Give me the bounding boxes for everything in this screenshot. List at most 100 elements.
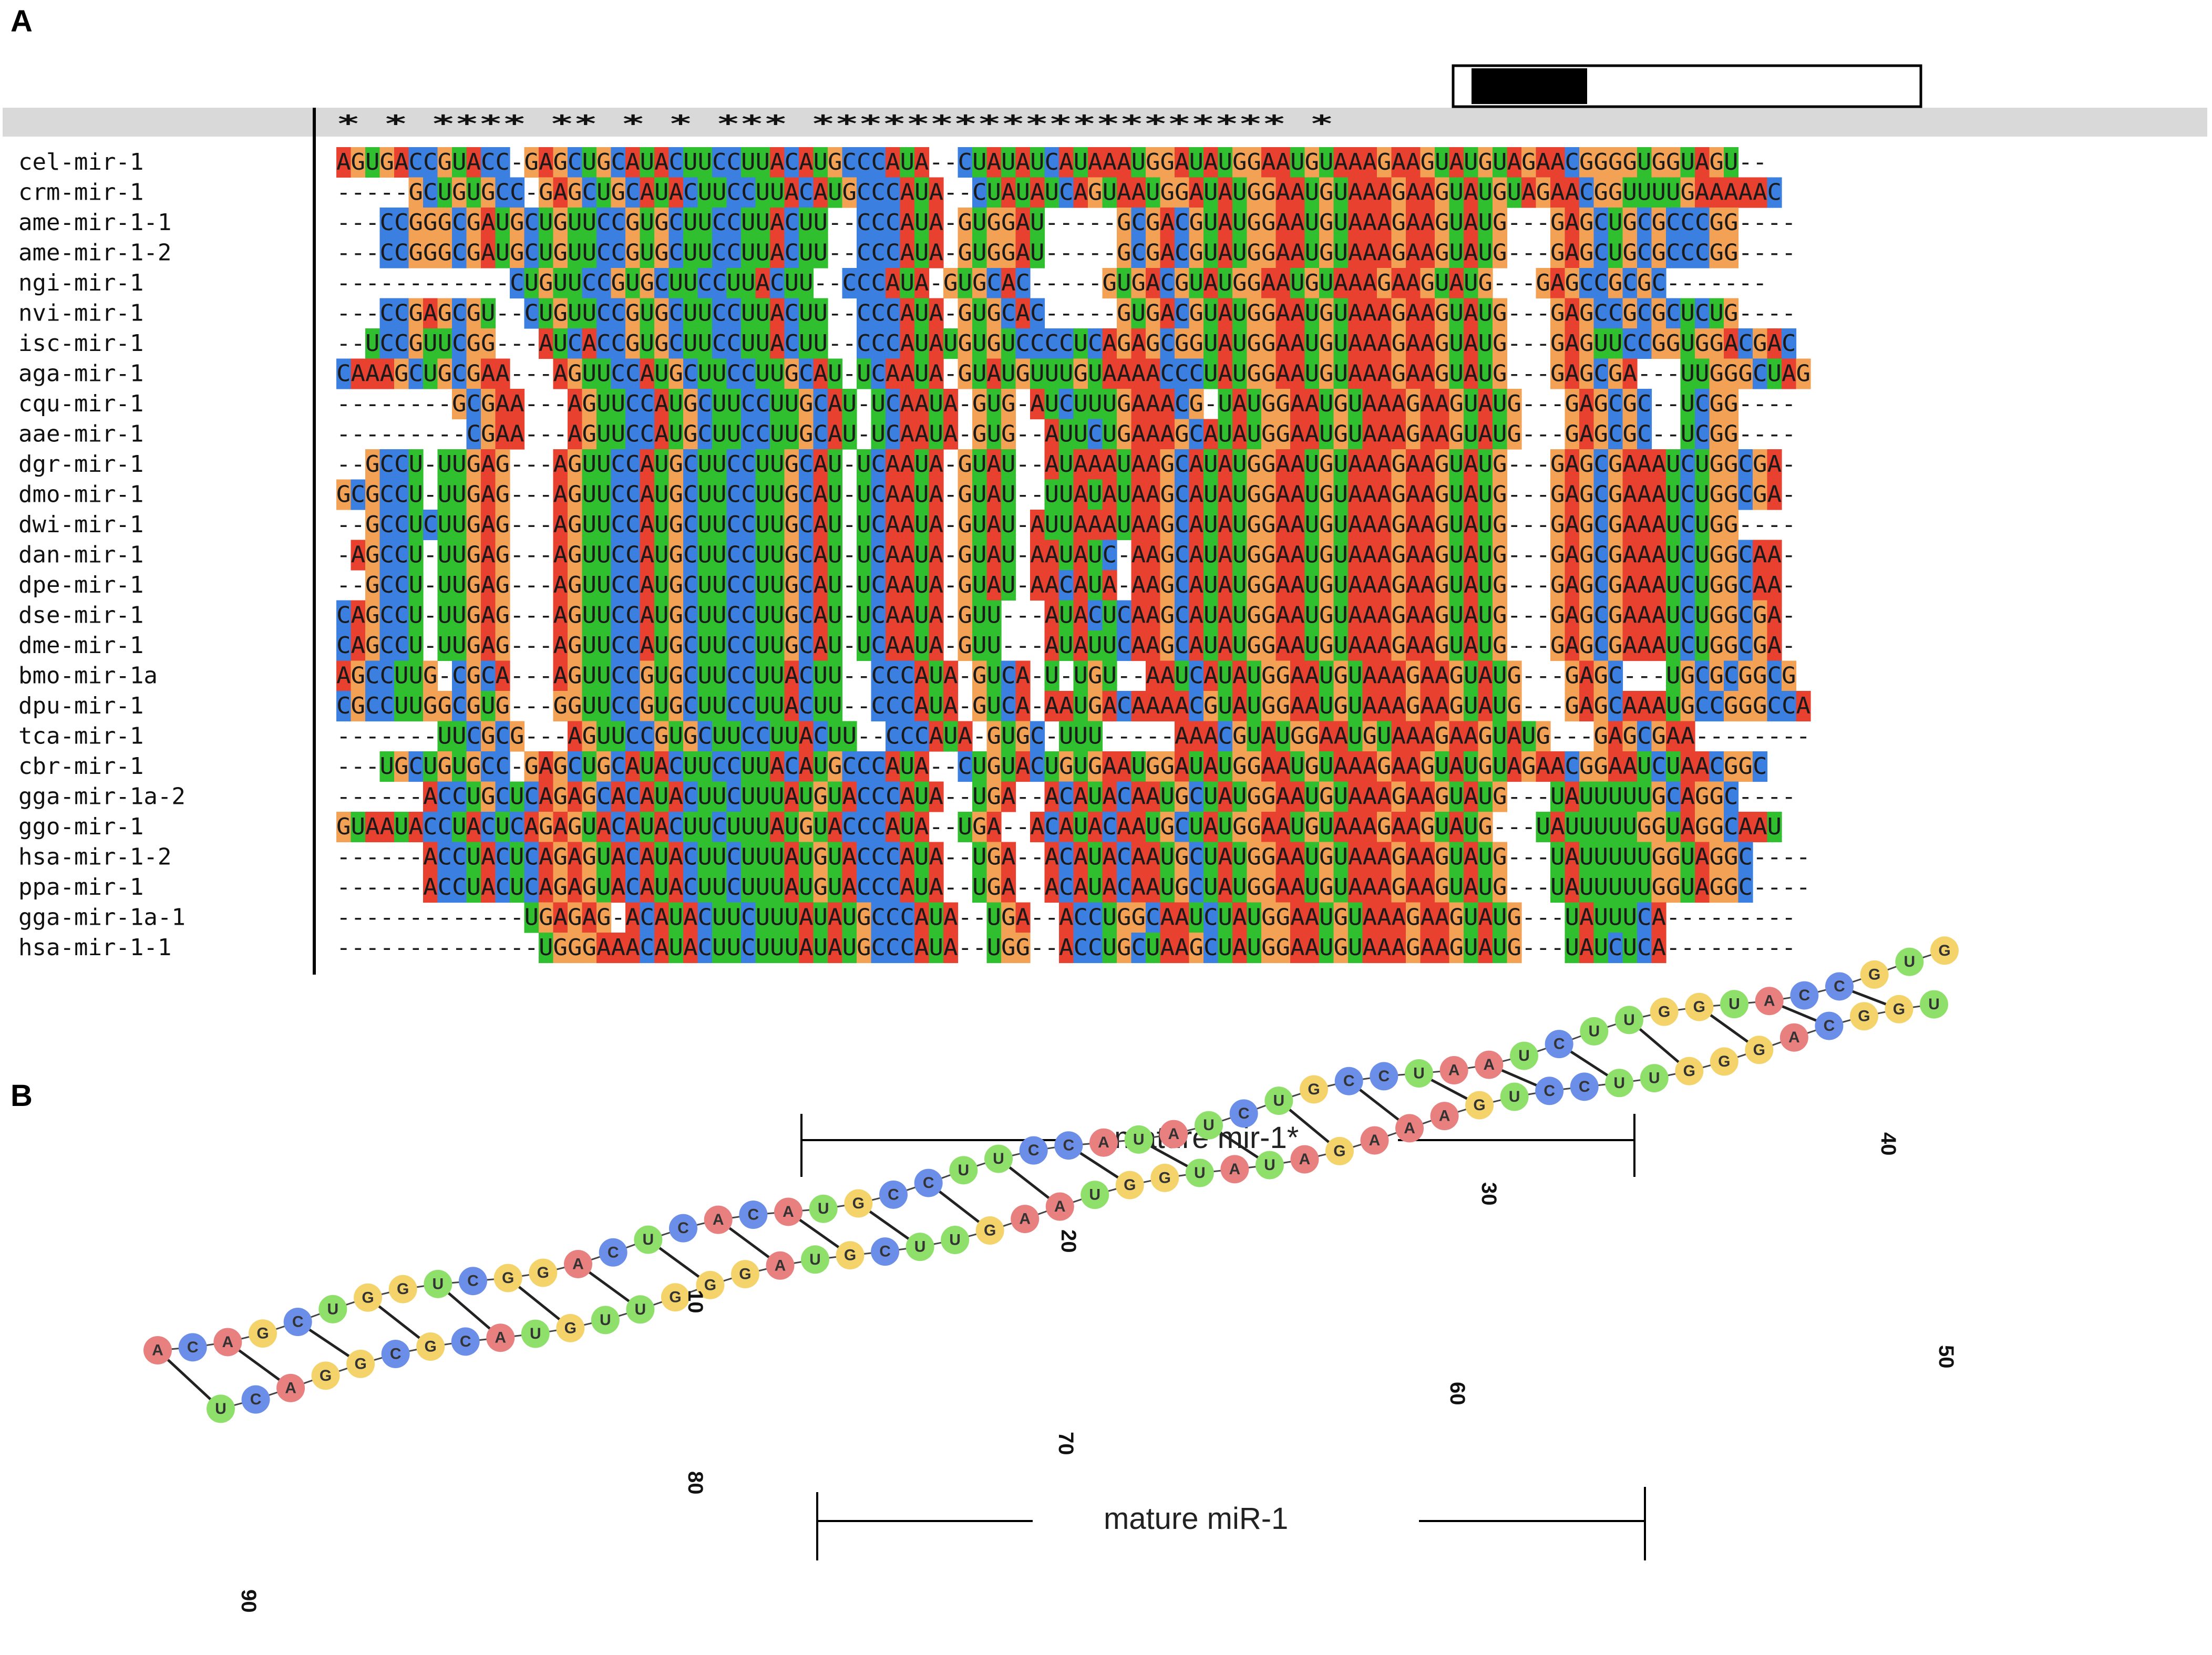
nt-cell <box>1695 449 1710 480</box>
hairpin-nucleotide: G <box>1465 1091 1494 1120</box>
nt-cell <box>1493 389 1508 420</box>
nt-cell <box>726 298 742 329</box>
nt-cell <box>1724 358 1739 389</box>
nt-cell <box>1608 389 1623 420</box>
nt-cell <box>1189 328 1204 359</box>
nt-cell <box>1160 208 1175 239</box>
nt-cell <box>568 208 583 239</box>
nt-cell <box>886 570 901 601</box>
nt-cell <box>452 177 467 208</box>
nt-cell <box>741 540 756 571</box>
nt-cell <box>1637 328 1652 359</box>
nt-cell <box>582 449 597 480</box>
hairpin-nucleotide: C <box>669 1214 697 1243</box>
nt-cell <box>1218 147 1233 178</box>
nt-cell <box>466 177 481 208</box>
nt-cell <box>1117 389 1132 420</box>
nt-cell <box>1637 570 1652 601</box>
nt-cell <box>668 208 684 239</box>
nt-cell <box>1146 389 1161 420</box>
svg-text:G: G <box>1683 1062 1695 1080</box>
nt-cell <box>1073 147 1088 178</box>
nt-cell <box>1131 510 1146 541</box>
nt-cell <box>770 419 785 450</box>
hairpin-nucleotide: C <box>739 1201 768 1229</box>
hairpin-nucleotide: C <box>1815 1011 1844 1040</box>
nt-cell <box>1131 147 1146 178</box>
nt-cell <box>1362 147 1377 178</box>
nt-cell <box>1073 177 1088 208</box>
nt-cell <box>697 479 713 510</box>
nt-cell <box>1275 419 1291 450</box>
nt-cell <box>1160 510 1175 541</box>
nt-cell <box>1247 540 1262 571</box>
nt-cell <box>394 479 409 510</box>
nt-cell <box>1304 419 1320 450</box>
nt-cell <box>726 389 742 420</box>
nt-cell <box>1464 510 1479 541</box>
nt-cell <box>423 177 438 208</box>
nt-cell <box>972 510 987 541</box>
nt-cell <box>1680 328 1695 359</box>
nt-cell <box>654 449 670 480</box>
nt-cell <box>1565 510 1580 541</box>
nt-cell <box>1102 449 1117 480</box>
nt-cell <box>1608 147 1623 178</box>
nt-cell <box>914 268 930 299</box>
nt-cell <box>1146 177 1161 208</box>
nt-cell <box>1608 268 1623 299</box>
nt-cell <box>741 147 756 178</box>
nt-cell <box>1420 237 1435 268</box>
nt-cell <box>1666 237 1681 268</box>
nt-cell <box>510 419 525 450</box>
nt-cell <box>640 147 655 178</box>
nt-cell <box>596 389 612 420</box>
hairpin-nucleotide: G <box>556 1313 585 1342</box>
nt-cell <box>1478 570 1493 601</box>
nt-cell <box>611 208 626 239</box>
nt-cell <box>568 479 583 510</box>
nt-cell <box>1232 389 1248 420</box>
nt-cell <box>683 328 698 359</box>
nt-cell <box>1493 208 1508 239</box>
nt-cell <box>929 298 944 329</box>
svg-text:U: U <box>635 1301 646 1318</box>
nt-cell <box>1391 208 1406 239</box>
svg-text:G: G <box>1308 1081 1320 1098</box>
nt-cell <box>611 479 626 510</box>
nt-cell <box>1232 358 1248 389</box>
alignment-row: --GCCU-UUGAG---AGUUCCAUGCUUCCUUGCAU-UCAA… <box>336 570 1796 601</box>
nt-cell <box>1146 358 1161 389</box>
svg-text:A: A <box>1299 1151 1311 1168</box>
nt-cell <box>1290 389 1305 420</box>
nt-cell <box>1131 570 1146 601</box>
nt-cell <box>568 510 583 541</box>
nt-cell <box>755 570 770 601</box>
nt-cell <box>1565 389 1580 420</box>
alignment-row: AGCCUUG-CGCA---AGUUCCGUGCUUCCUUACUU--CCC… <box>336 660 1797 691</box>
nt-cell <box>1203 268 1219 299</box>
nt-cell <box>1348 449 1363 480</box>
nt-cell <box>1146 449 1161 480</box>
nt-cell <box>1175 147 1190 178</box>
nt-cell <box>1406 237 1421 268</box>
nt-cell <box>1030 147 1045 178</box>
nt-cell <box>1622 479 1638 510</box>
svg-text:C: C <box>888 1186 899 1203</box>
svg-text:A: A <box>572 1255 584 1273</box>
nt-cell <box>1406 177 1421 208</box>
nt-cell <box>1420 419 1435 450</box>
nt-cell <box>466 449 481 480</box>
nt-cell <box>1493 449 1508 480</box>
nt-cell <box>1146 268 1161 299</box>
nt-cell <box>1724 419 1739 450</box>
nt-cell <box>1232 208 1248 239</box>
nt-cell <box>929 328 944 359</box>
nt-cell <box>1175 358 1190 389</box>
hairpin-nucleotide: G <box>1860 960 1889 989</box>
nt-cell <box>1724 147 1739 178</box>
nt-cell <box>1565 237 1580 268</box>
nt-cell <box>1247 570 1262 601</box>
svg-text:A: A <box>1168 1125 1179 1143</box>
nt-cell <box>1044 449 1059 480</box>
